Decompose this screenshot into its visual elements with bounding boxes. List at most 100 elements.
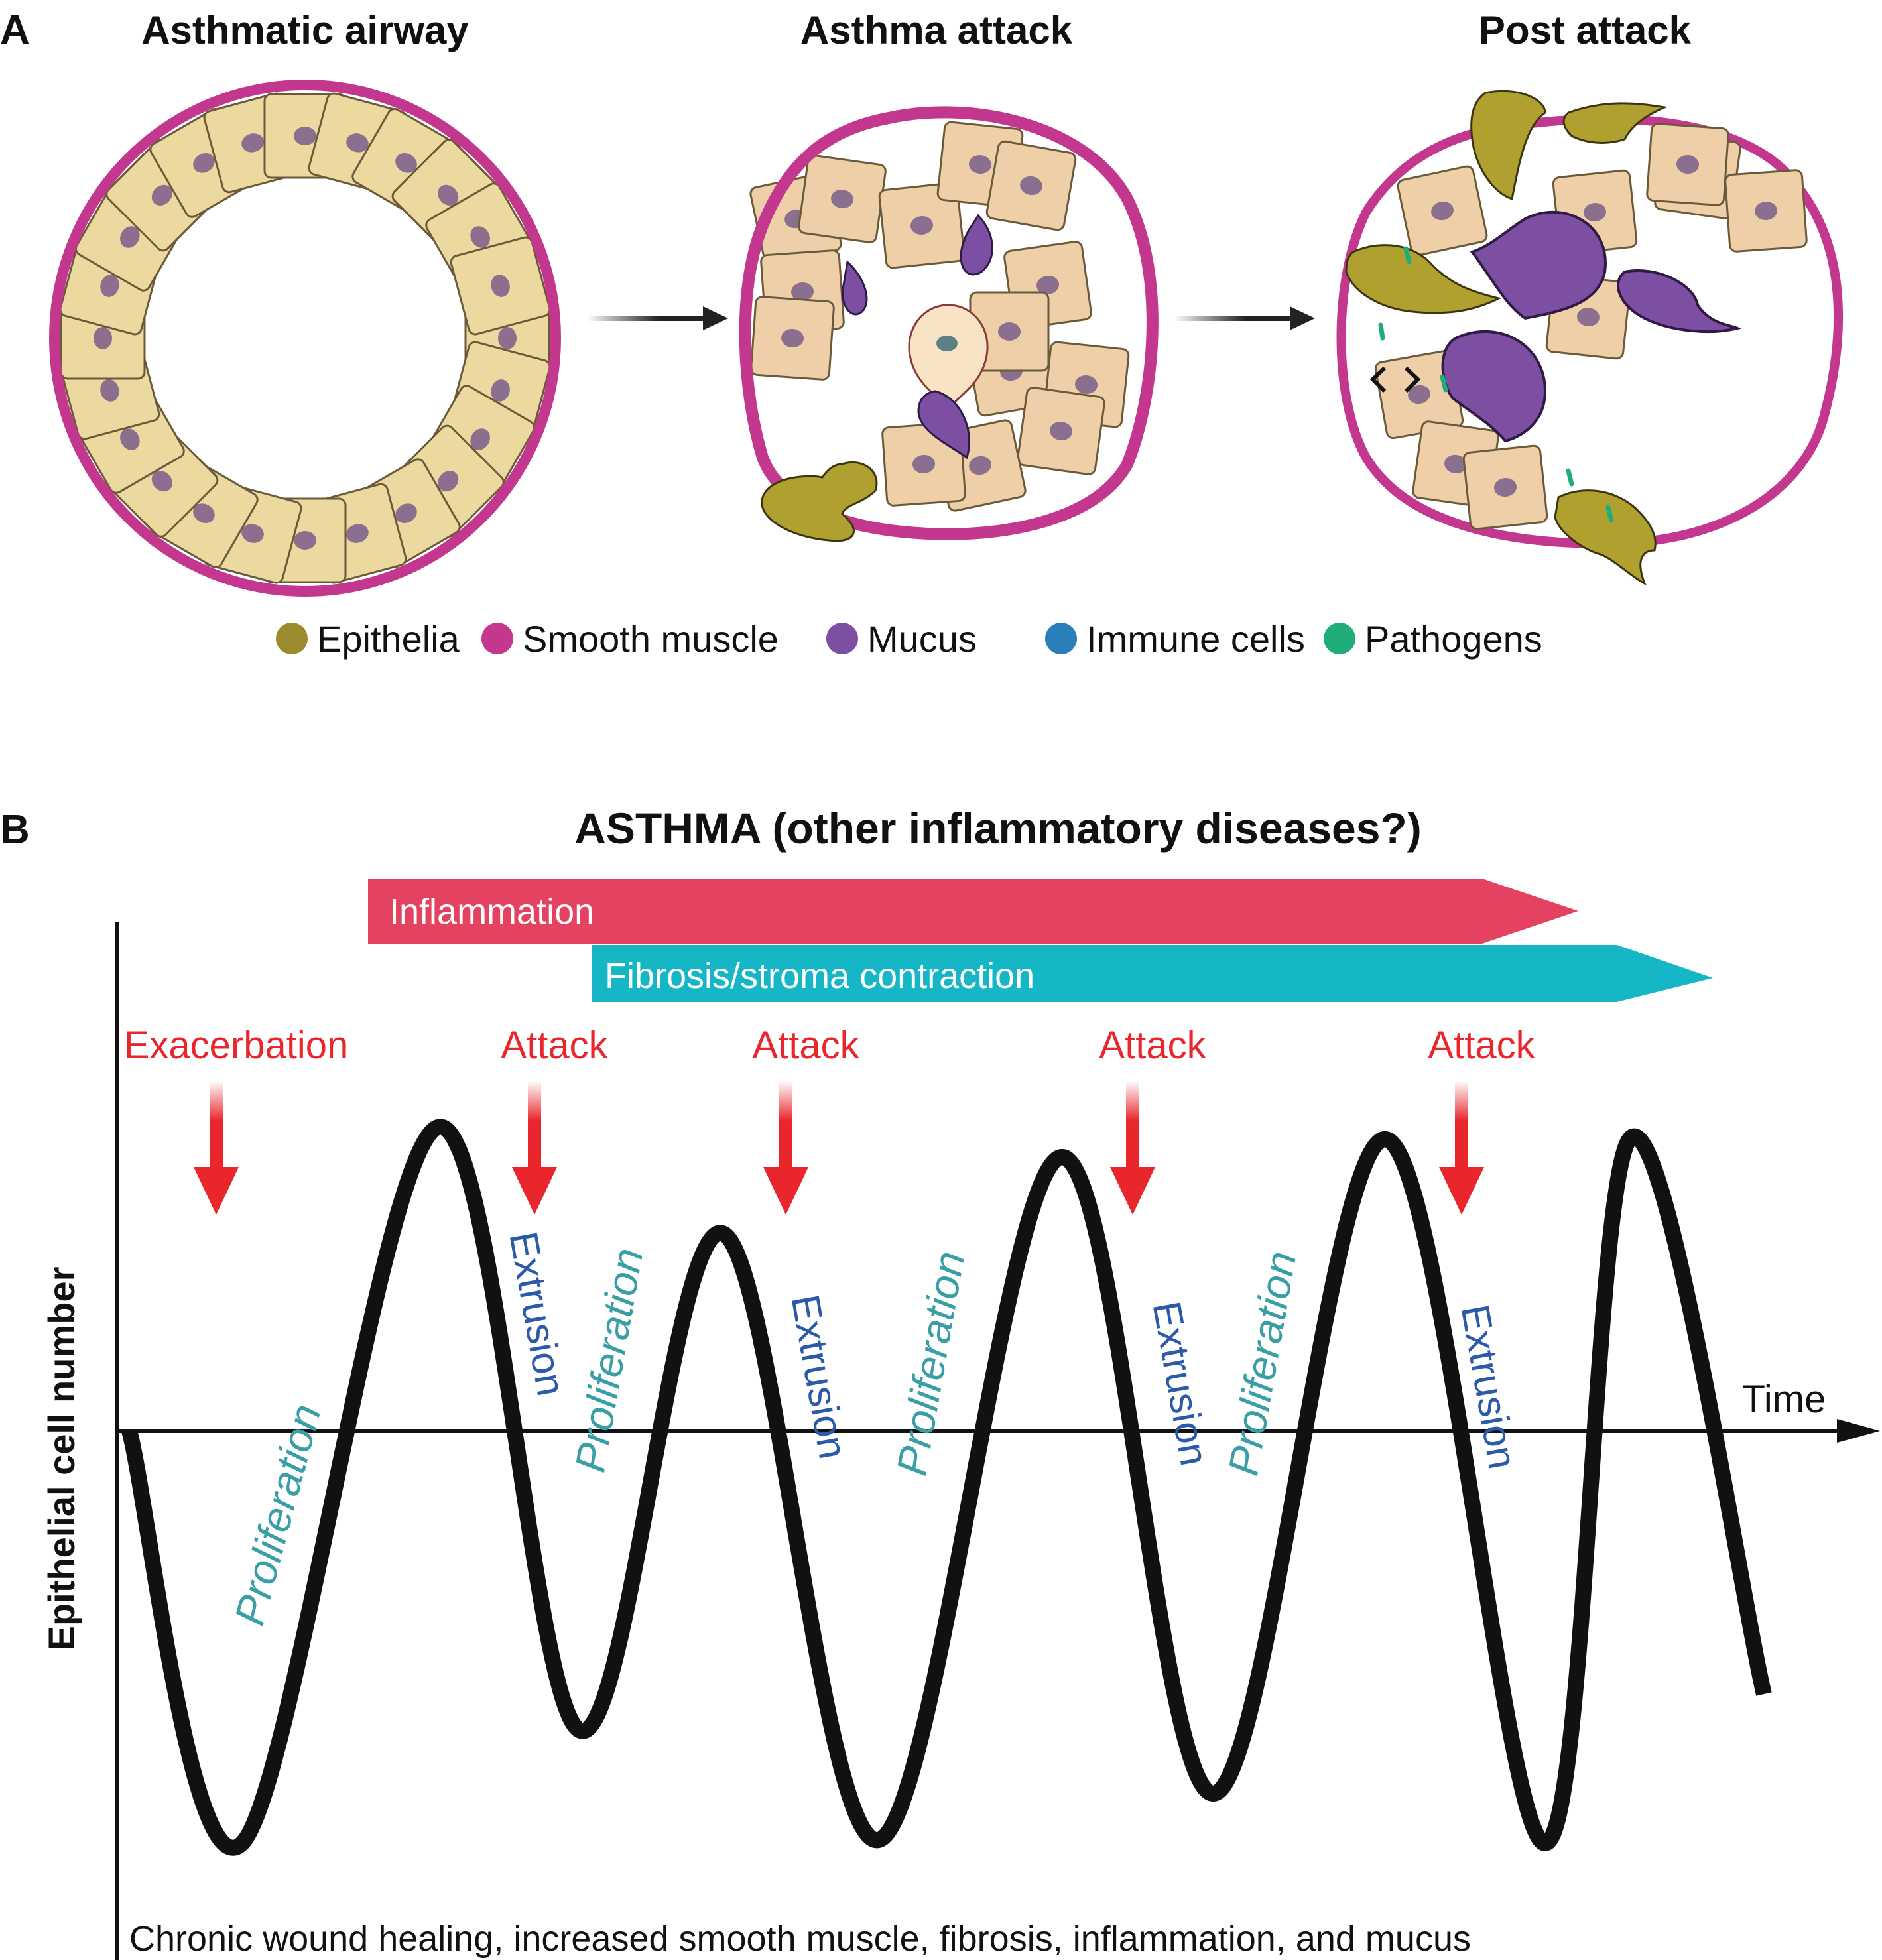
- cell-nucleus: [346, 133, 369, 153]
- cell-nucleus: [120, 428, 140, 450]
- event-arrow-head: [763, 1167, 808, 1215]
- legend-item: Pathogens: [1324, 618, 1542, 660]
- proliferation-label: Proliferation: [887, 1248, 973, 1479]
- proliferation-label: Proliferation: [1219, 1248, 1305, 1479]
- legend-swatch: [826, 623, 858, 654]
- cell-nucleus: [193, 503, 215, 523]
- asthmatic-airway-illustration: [49, 80, 561, 597]
- event-arrow-head: [512, 1167, 557, 1215]
- cell-nucleus: [998, 322, 1021, 341]
- stage-title-post-attack: Post attack: [1479, 8, 1692, 52]
- cell-nucleus: [438, 184, 459, 206]
- epithelial-cell: [985, 140, 1077, 231]
- epithelial-cell: [1397, 165, 1488, 257]
- cell-nucleus: [498, 327, 517, 349]
- legend: Epithelia Smooth muscle Mucus Immune cells P…: [276, 618, 1542, 660]
- cell-nucleus: [1020, 176, 1042, 196]
- legend-label: Immune cells: [1086, 618, 1305, 660]
- x-axis-arrowhead: [1837, 1419, 1880, 1443]
- epithelial-cell: [1646, 123, 1729, 206]
- cell-nucleus: [100, 275, 119, 297]
- cell-nucleus: [912, 454, 935, 474]
- fibrosis-label: Fibrosis/stroma contraction: [605, 956, 1035, 996]
- fibrosis-bar: Fibrosis/stroma contraction: [592, 945, 1713, 1002]
- event-arrow-shaft: [1126, 1081, 1139, 1170]
- cell-nucleus: [831, 189, 853, 209]
- pathogen: [1378, 322, 1385, 341]
- smooth-muscle-ring: [49, 80, 561, 597]
- cell-nucleus: [1494, 477, 1517, 497]
- cell-nucleus: [969, 456, 991, 475]
- cell-nucleus: [241, 524, 264, 543]
- epithelia-cell-shed: [1562, 102, 1668, 144]
- epithelial-cell: [1017, 387, 1105, 475]
- epithelial-cell: [1462, 444, 1548, 530]
- legend-label: Pathogens: [1365, 618, 1542, 660]
- cell-nucleus: [491, 379, 510, 402]
- event-label: Attack: [752, 1024, 859, 1067]
- cell-nucleus: [294, 127, 316, 145]
- cell-nucleus: [151, 471, 172, 492]
- footnote: Chronic wound healing, increased smooth …: [129, 1919, 1471, 1959]
- cell-nucleus: [395, 153, 417, 173]
- legend-label: Mucus: [867, 618, 977, 660]
- mucus-droplet: [917, 390, 970, 459]
- epithelial-cell: [750, 296, 835, 381]
- event-arrow-shaft: [779, 1081, 792, 1170]
- event-markers: Exacerbation Attack Attack Attack Attack: [124, 1024, 1536, 1215]
- transition-arrow-2: [1174, 306, 1315, 330]
- event-arrow-head: [1439, 1167, 1484, 1215]
- pathogen: [1566, 468, 1574, 487]
- stage-title-asthmatic-airway: Asthmatic airway: [141, 8, 469, 52]
- x-axis-label: Time: [1742, 1378, 1826, 1421]
- stage-title-asthma-attack: Asthma attack: [800, 8, 1073, 52]
- panel-b-label: B: [0, 807, 30, 853]
- epithelia-cell-shed: [1470, 90, 1546, 200]
- cell-nucleus: [1050, 421, 1072, 441]
- epithelia-cell-shed: [761, 461, 878, 542]
- cell-nucleus: [438, 471, 459, 492]
- event-label: Attack: [1428, 1024, 1535, 1067]
- cell-nucleus: [936, 336, 958, 351]
- event-label: Attack: [501, 1024, 608, 1067]
- cell-nucleus: [1755, 201, 1777, 221]
- legend-label: Epithelia: [317, 618, 460, 660]
- legend-label: Smooth muscle: [523, 618, 779, 660]
- extrusion-label: Extrusion: [1144, 1298, 1216, 1469]
- legend-item: Mucus: [826, 618, 977, 660]
- epithelial-cell: [1724, 169, 1808, 253]
- cell-nucleus: [1444, 454, 1467, 474]
- extrusion-label: Extrusion: [783, 1291, 855, 1462]
- event-arrow-head: [194, 1167, 239, 1215]
- cell-nucleus: [791, 282, 814, 302]
- cell-nucleus: [1075, 375, 1098, 395]
- inflammation-label: Inflammation: [389, 892, 594, 932]
- post-attack-illustration: [1336, 90, 1843, 586]
- transition-arrow-1: [587, 306, 728, 330]
- event-marker: Attack: [1428, 1024, 1536, 1215]
- legend-swatch: [1045, 623, 1077, 654]
- cell-nucleus: [1036, 275, 1059, 295]
- asthma-attack-illustration: [739, 106, 1159, 542]
- cell-nucleus: [100, 379, 119, 402]
- epithelial-cell-number-curve: [121, 1119, 1772, 1856]
- event-arrow-head: [1110, 1167, 1155, 1215]
- cell-nucleus: [781, 328, 804, 348]
- legend-swatch: [1324, 623, 1355, 654]
- legend-swatch: [481, 623, 513, 654]
- event-label: Attack: [1099, 1024, 1206, 1067]
- cell-nucleus: [346, 524, 369, 543]
- pathogen: [1403, 246, 1412, 265]
- cell-nucleus: [1431, 201, 1454, 221]
- mucus-droplet: [1470, 211, 1607, 320]
- cell-nucleus: [241, 133, 264, 153]
- proliferation-label: Proliferation: [566, 1245, 652, 1476]
- cell-nucleus: [1584, 202, 1606, 222]
- cell-nucleus: [1676, 154, 1699, 174]
- cell-nucleus: [969, 154, 991, 174]
- event-arrow-shaft: [210, 1081, 223, 1170]
- epithelial-cell: [798, 154, 887, 243]
- epithelia-cell-shed: [1345, 244, 1502, 314]
- event-marker: Exacerbation: [124, 1024, 348, 1215]
